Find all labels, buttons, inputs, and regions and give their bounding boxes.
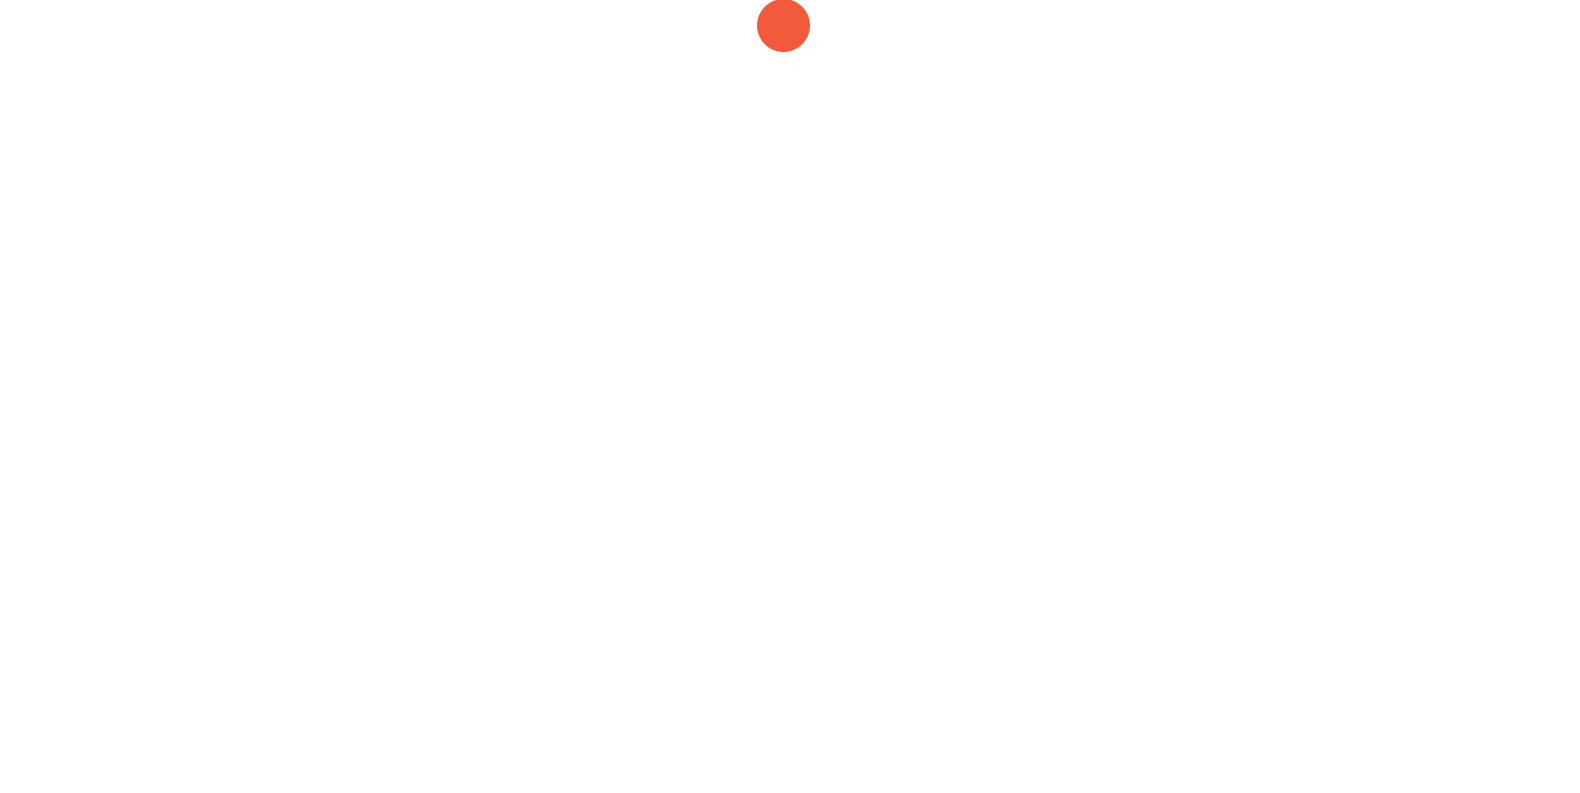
orange-circle-icon — [757, 0, 810, 52]
